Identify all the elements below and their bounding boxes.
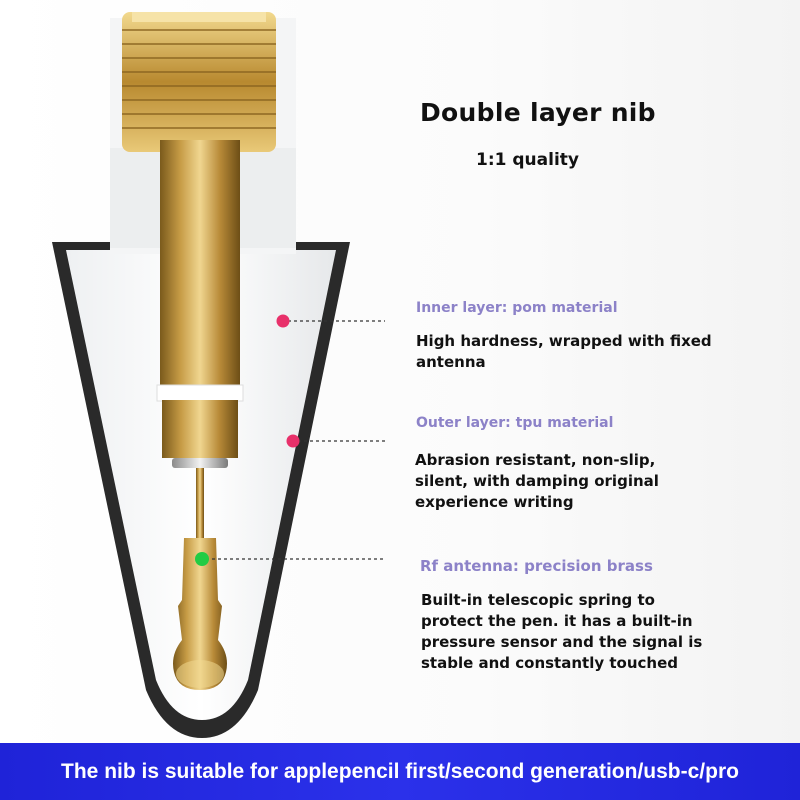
spring-pin [196, 468, 204, 538]
callout-label-outer-layer: Outer layer: tpu material [416, 415, 614, 431]
callout-label-rf-antenna: Rf antenna: precision brass [420, 557, 653, 575]
brass-sleeve [162, 400, 238, 458]
marker-dot-inner [276, 314, 290, 328]
callout-desc-rf-antenna: Built-in telescopic spring to protect th… [421, 591, 703, 672]
brass-thread [122, 12, 276, 152]
brass-shaft [160, 140, 240, 385]
marker-dot-rf [195, 552, 209, 566]
marker-dot-outer [286, 434, 300, 448]
compatibility-text: The nib is suitable for applepencil firs… [61, 759, 739, 783]
callout-desc-outer-layer: Abrasion resistant, non-slip, silent, wi… [415, 451, 659, 511]
callout-label-inner-layer: Inner layer: pom material [416, 300, 618, 316]
page-subtitle: 1:1 quality [476, 150, 579, 170]
white-ring [156, 384, 244, 402]
rf-antenna [173, 538, 227, 690]
page-title: Double layer nib [420, 98, 656, 127]
compatibility-banner: The nib is suitable for applepencil firs… [0, 743, 800, 800]
callout-desc-inner-layer: High hardness, wrapped with fixed antenn… [416, 332, 712, 371]
